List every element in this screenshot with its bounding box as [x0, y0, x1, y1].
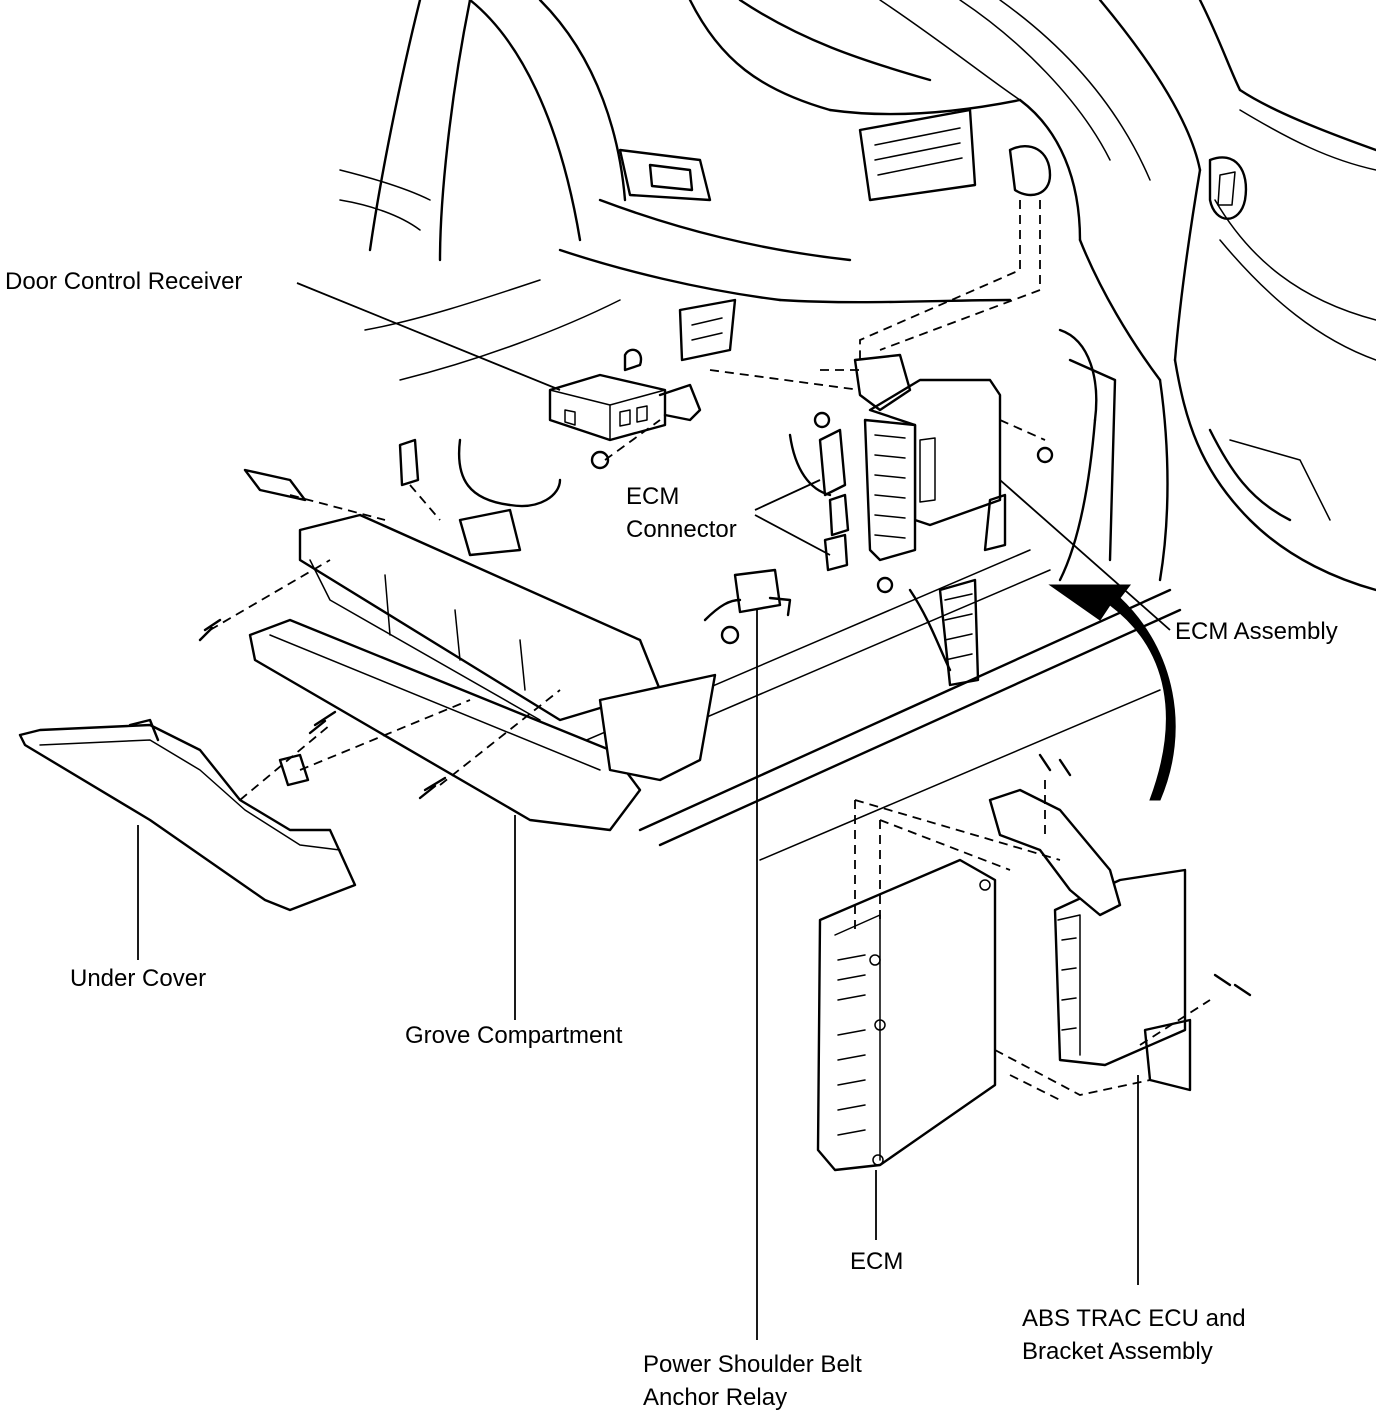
install-arrow	[1048, 584, 1176, 801]
door-control-receiver-label: Door Control Receiver	[5, 268, 243, 295]
dashboard-outline	[339, 0, 1376, 861]
abs-trac-ecu-label: ABS TRAC ECU and Bracket Assembly	[1022, 1305, 1246, 1365]
power-shoulder-relay-part	[703, 568, 792, 622]
ecm-exploded-part	[816, 858, 997, 1172]
ecm-assembly-installed	[720, 353, 1054, 687]
assembly-dashed-lines	[209, 200, 1211, 1101]
under-cover-part	[18, 718, 357, 912]
ecm-connector-label: ECM Connector	[626, 483, 737, 543]
ecm-assembly-label: ECM Assembly	[1175, 618, 1338, 645]
leader-lines	[137, 282, 1171, 1340]
grove-compartment-part	[198, 438, 717, 832]
grove-compartment-label: Grove Compartment	[405, 1022, 623, 1049]
abs-trac-ecu-part	[988, 753, 1252, 1092]
under-cover-label: Under Cover	[70, 965, 207, 992]
ecm-label: ECM	[850, 1248, 904, 1275]
door-control-receiver-part	[548, 348, 702, 470]
power-shoulder-belt-relay-label: Power Shoulder Belt Anchor Relay	[643, 1351, 862, 1411]
